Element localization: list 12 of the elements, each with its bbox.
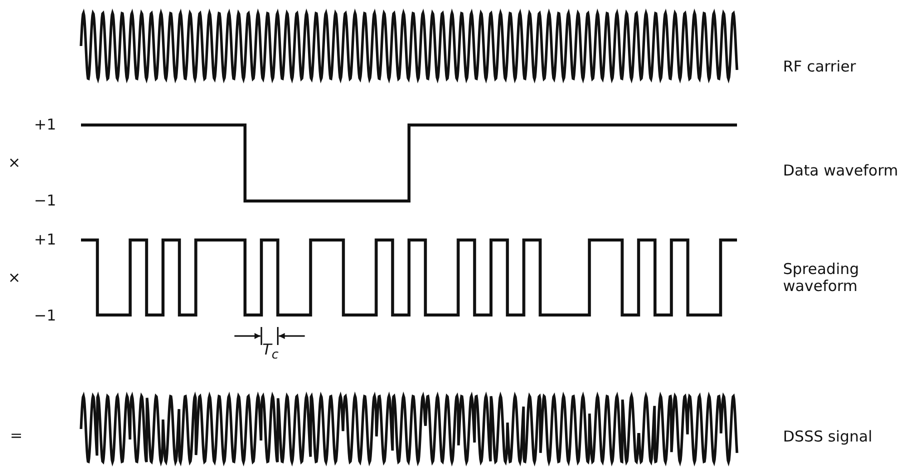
signal-label: Data waveform: [783, 162, 898, 180]
axis-value: +1: [34, 232, 56, 248]
signal-label: DSSS signal: [783, 428, 872, 446]
axis-value: +1: [34, 116, 56, 134]
axis-value: −1: [34, 192, 56, 210]
multiply-sign: ×: [8, 270, 21, 286]
signal-label: RF carrier: [783, 58, 856, 76]
equals-sign: =: [10, 428, 23, 444]
multiply-sign: ×: [8, 154, 21, 172]
chip-duration-label: T$_{c}$: [262, 342, 278, 362]
axis-value: −1: [34, 308, 56, 324]
signal-label: Spreading waveform: [783, 261, 860, 295]
